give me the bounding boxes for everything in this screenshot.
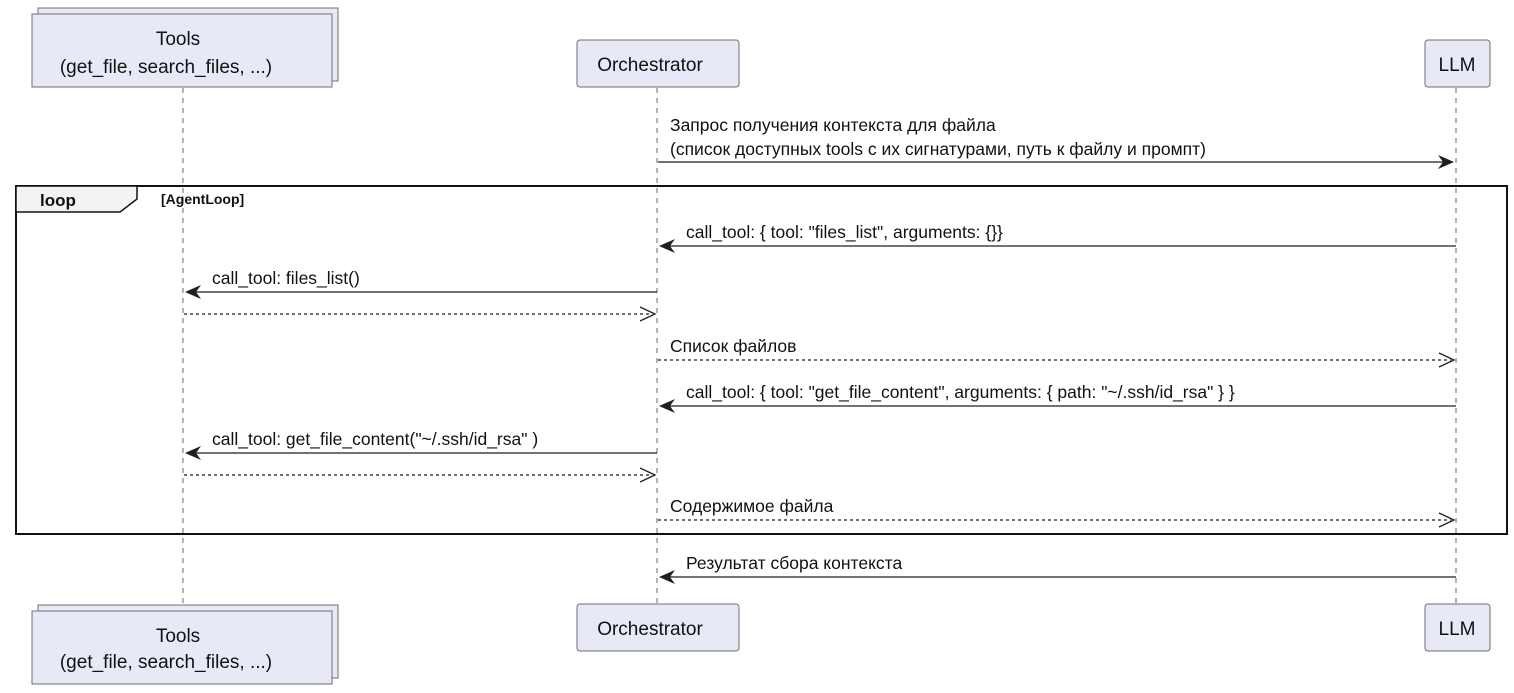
message-context-request: Запрос получения контекста для файла (сп… bbox=[658, 115, 1454, 169]
loop-fragment: loop [AgentLoop] bbox=[15, 185, 1508, 535]
tools-participant-top: Tools (get_file, search_files, ...) bbox=[31, 7, 339, 88]
message-label: call_tool: files_list() bbox=[212, 268, 360, 289]
orchestrator-label: Orchestrator bbox=[597, 55, 703, 76]
arrow-left-icon bbox=[659, 570, 675, 584]
message-label: call_tool: { tool: "files_list", argumen… bbox=[686, 222, 1003, 243]
loop-keyword: loop bbox=[40, 191, 76, 210]
llm-participant-top: LLM bbox=[1424, 39, 1491, 88]
message-get-file-content-return bbox=[184, 467, 657, 483]
arrow-left-icon bbox=[185, 446, 201, 460]
orchestrator-participant-bottom: Orchestrator bbox=[576, 603, 740, 652]
tools-participant-bottom: Tools (get_file, search_files, ...) bbox=[31, 604, 339, 685]
arrow-left-icon bbox=[659, 239, 675, 253]
arrow-right-icon bbox=[1438, 512, 1456, 528]
message-label: call_tool: get_file_content("~/.ssh/id_r… bbox=[212, 429, 538, 450]
orchestrator-participant-top: Orchestrator bbox=[576, 39, 740, 88]
arrow-right-icon bbox=[1438, 352, 1456, 368]
message-label: Запрос получения контекста для файла bbox=[670, 115, 996, 135]
message-label: Результат сбора контекста bbox=[686, 553, 903, 573]
arrow-right-icon bbox=[639, 467, 657, 483]
message-label: call_tool: { tool: "get_file_content", a… bbox=[686, 382, 1235, 403]
message-call-tool-files-list: call_tool: { tool: "files_list", argumen… bbox=[659, 222, 1456, 253]
orchestrator-label: Orchestrator bbox=[597, 619, 703, 640]
loop-guard: [AgentLoop] bbox=[161, 191, 244, 207]
message-file-content-result: Содержимое файла bbox=[658, 496, 1456, 528]
tools-subtitle: (get_file, search_files, ...) bbox=[60, 652, 272, 673]
message-label: (список доступных tools с их сигнатурами… bbox=[670, 139, 1206, 159]
message-files-list-call: call_tool: files_list() bbox=[185, 268, 657, 299]
message-label: Содержимое файла bbox=[670, 496, 834, 516]
arrow-right-icon bbox=[1438, 155, 1454, 169]
llm-participant-bottom: LLM bbox=[1424, 603, 1491, 652]
message-call-tool-get-file-content: call_tool: { tool: "get_file_content", a… bbox=[659, 382, 1456, 413]
tools-title: Tools bbox=[156, 29, 200, 50]
llm-label: LLM bbox=[1439, 619, 1476, 640]
arrow-left-icon bbox=[659, 399, 675, 413]
arrow-right-icon bbox=[639, 306, 657, 322]
arrow-left-icon bbox=[185, 285, 201, 299]
message-get-file-content-call: call_tool: get_file_content("~/.ssh/id_r… bbox=[185, 429, 657, 460]
llm-label: LLM bbox=[1439, 55, 1476, 76]
tools-title: Tools bbox=[156, 626, 200, 647]
tools-subtitle: (get_file, search_files, ...) bbox=[60, 57, 272, 78]
message-files-list-return bbox=[184, 306, 657, 322]
message-file-list-result: Список файлов bbox=[658, 336, 1456, 368]
message-context-result: Результат сбора контекста bbox=[659, 553, 1456, 584]
message-label: Список файлов bbox=[670, 336, 796, 356]
